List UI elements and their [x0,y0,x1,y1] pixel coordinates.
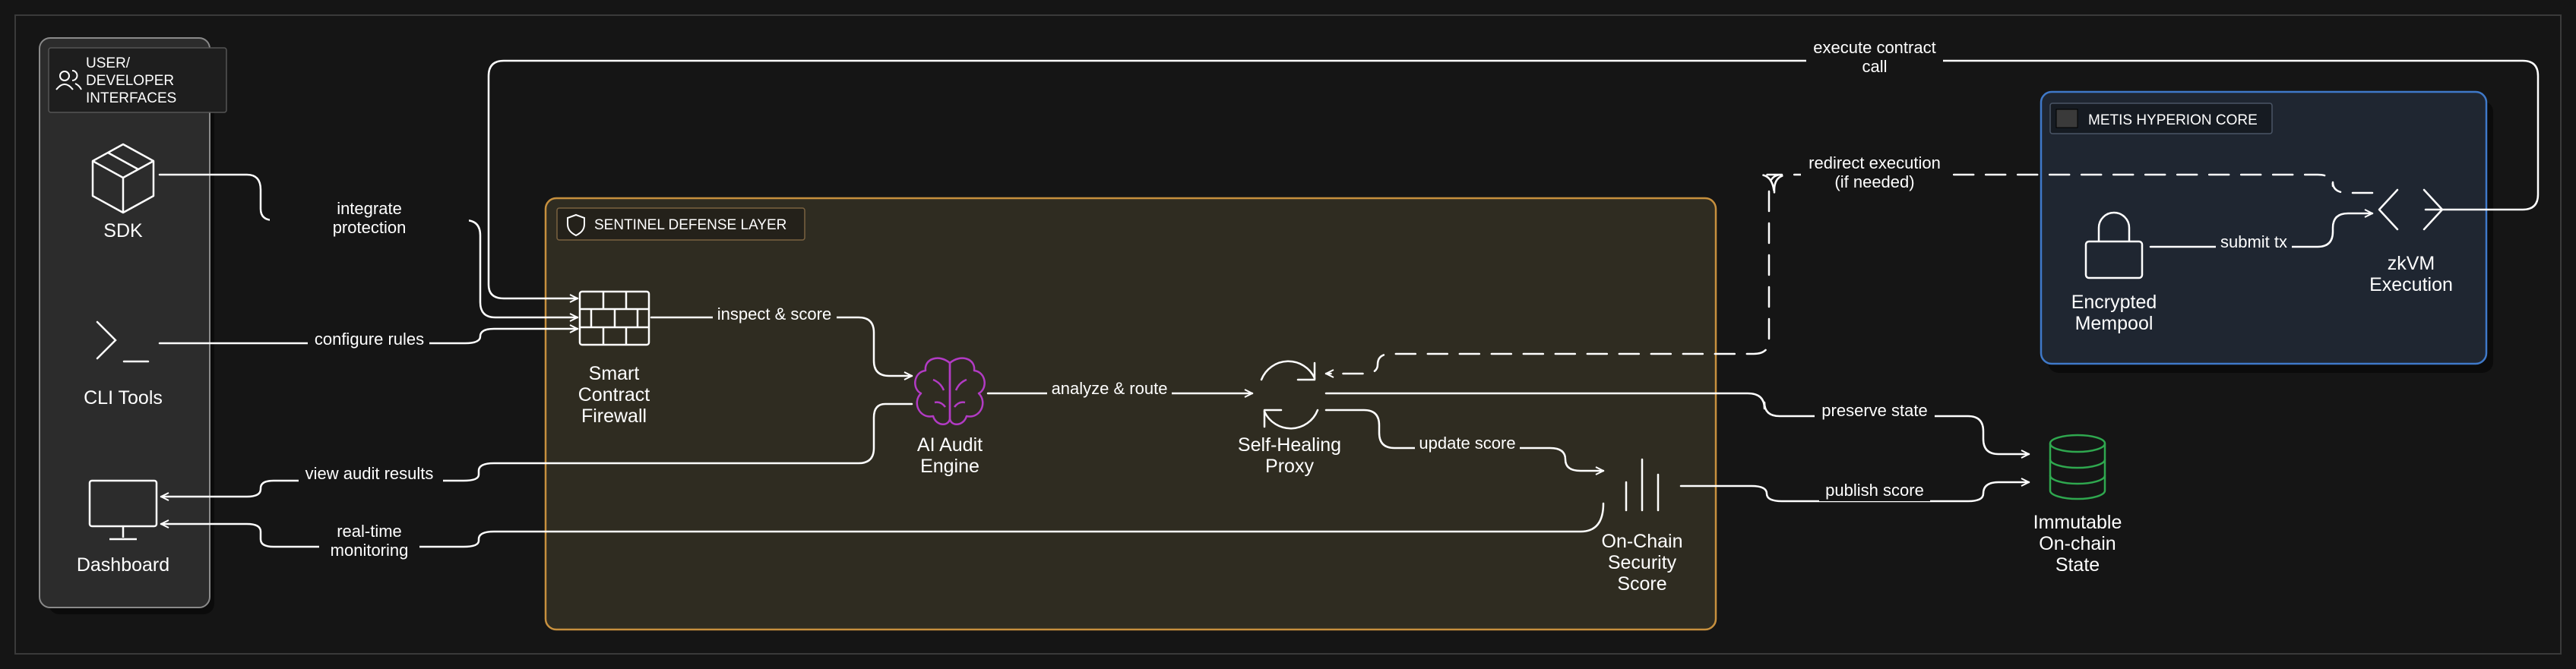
node-security-score[interactable]: On-Chain Security Score [1602,458,1683,595]
edge-ai-dashboard [160,402,913,497]
lock-icon [2084,211,2144,279]
edge-labels: integrate protection configure rules ins… [270,36,2292,562]
proxy-label-1: Self-Healing [1238,434,1341,456]
proxy-label-2: Proxy [1265,456,1314,477]
edge-mempool-zkvm [2149,213,2374,248]
terminal-icon [96,320,150,363]
label-submit: submit tx [2220,232,2287,251]
edge-score-dashboard [160,502,1605,548]
node-zkvm[interactable]: zkVM Execution [2369,188,2453,295]
box-icon [91,143,155,214]
label-analyze: analyze & route [1052,379,1168,398]
edge-execute-contract [487,59,2540,298]
cli-label: CLI Tools [84,387,163,409]
score-label-3: Score [1617,573,1666,595]
user-interfaces-title-2: DEVELOPER [86,73,174,89]
user-interfaces-panel [39,37,210,608]
users-icon [55,70,82,90]
ai-label-2: Engine [920,456,979,477]
metis-title-box [2049,103,2273,134]
label-inspect: inspect & score [717,305,831,323]
state-label-1: Immutable [2033,512,2122,533]
user-interfaces-title-1: USER/ [86,55,131,71]
sdk-label: SDK [103,220,143,241]
monitor-icon [88,479,158,541]
label-integrate-2: protection [333,218,407,237]
label-realtime-2: monitoring [331,541,409,560]
node-state[interactable]: Immutable On-chain State [2033,434,2122,576]
edge-cli-firewall [158,329,579,345]
label-publish: publish score [1825,481,1924,500]
state-label-3: State [2055,554,2100,576]
zkvm-label-2: Execution [2369,274,2453,295]
refresh-icon [1260,360,1319,430]
edge-firewall-ai [650,316,913,376]
label-execute-2: call [1862,57,1887,76]
sentinel-title: SENTINEL DEFENSE LAYER [594,217,786,233]
zkvm-label-1: zkVM [2388,253,2435,274]
label-configure: configure rules [315,330,424,349]
metis-core-panel [2040,90,2488,365]
node-dashboard[interactable]: Dashboard [77,479,169,576]
ai-label-1: AI Audit [917,434,983,456]
label-update-score: update score [1419,434,1515,453]
label-redirect-1: redirect execution [1809,153,1941,172]
firewall-label-3: Firewall [581,406,647,427]
label-execute-1: execute contract [1813,38,1935,57]
user-interfaces-title-3: INTERFACES [86,90,176,106]
score-label-2: Security [1608,552,1677,573]
edge-proxy-score [1324,409,1605,471]
edge-redirect-execution [1326,173,2374,374]
node-proxy[interactable]: Self-Healing Proxy [1238,360,1341,477]
label-realtime-1: real-time [337,522,402,541]
brain-icon [914,357,986,425]
label-preserve: preserve state [1821,401,1927,420]
database-icon [2049,434,2106,500]
dashboard-label: Dashboard [77,554,169,576]
score-label-1: On-Chain [1602,531,1683,552]
sentinel-title-box [556,207,805,241]
label-integrate-1: integrate [337,199,402,218]
shield-icon [567,213,585,237]
code-brackets-icon [2378,188,2444,231]
metis-title: METIS HYPERION CORE [2088,112,2258,128]
firewall-label-2: Contract [578,384,650,406]
user-interfaces-group: USER/ DEVELOPER INTERFACES [39,37,227,614]
user-interfaces-title-box [48,47,227,113]
bar-chart-icon [1625,458,1660,512]
label-redirect-2: (if needed) [1834,172,1914,191]
state-label-2: On-chain [2039,533,2116,554]
mempool-label-2: Mempool [2075,313,2154,334]
sentinel-defense-group: SENTINEL DEFENSE LAYER [544,197,1717,631]
chip-icon [2055,109,2078,128]
firewall-brick-icon [578,290,650,346]
node-sdk[interactable]: SDK [91,143,155,241]
firewall-label-1: Smart [589,363,640,384]
node-firewall[interactable]: Smart Contract Firewall [578,290,650,427]
node-cli[interactable]: CLI Tools [84,320,163,409]
label-view-audit: view audit results [305,464,434,483]
mempool-label-1: Encrypted [2071,292,2157,313]
node-ai-audit[interactable]: AI Audit Engine [914,357,986,477]
node-mempool[interactable]: Encrypted Mempool [2071,211,2157,334]
sentinel-defense-panel [544,197,1717,631]
outer-frame [14,14,2562,655]
